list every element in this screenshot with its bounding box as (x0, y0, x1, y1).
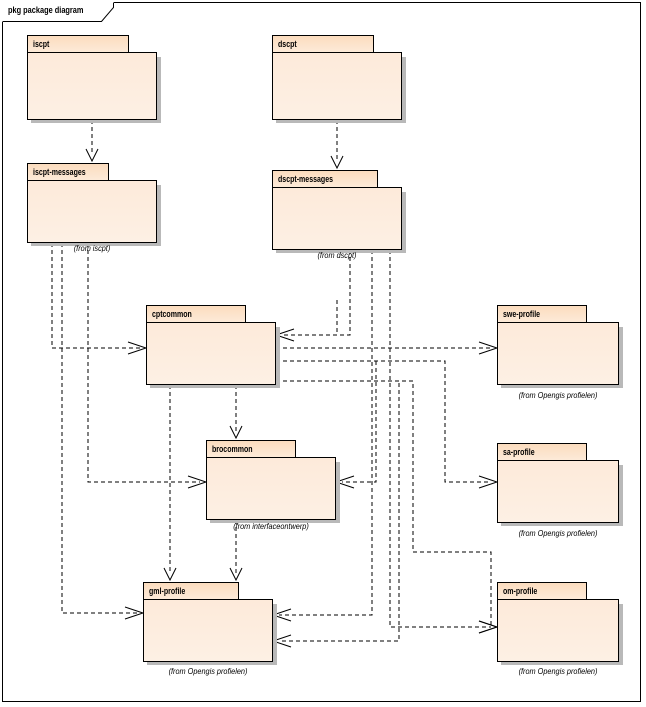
package-dscpt[interactable]: dscpt (272, 35, 406, 123)
frame-tab-label: pkg package diagram (8, 5, 84, 15)
package-brocommon[interactable]: brocommon (206, 440, 340, 523)
package-sa-profile[interactable]: sa-profile (497, 443, 623, 526)
package-from-swe-profile: (from Opengis profielen) (518, 390, 598, 400)
diagram-frame-tab: pkg package diagram (2, 2, 114, 22)
package-iscpt-messages[interactable]: iscpt-messages (27, 163, 161, 246)
package-om-profile[interactable]: om-profile (497, 582, 623, 665)
package-from-sa-profile: (from Opengis profielen) (518, 528, 598, 538)
package-iscpt[interactable]: iscpt (27, 35, 161, 123)
frame-tab-shape: pkg package diagram (2, 2, 114, 22)
package-label: swe-profile (503, 309, 541, 319)
package-from-om-profile: (from Opengis profielen) (518, 666, 598, 676)
package-from-iscpt-messages: (from iscpt) (73, 243, 111, 253)
package-from-dscpt-messages: (from dscpt) (317, 250, 357, 260)
package-from-brocommon: (from interfaceontwerp) (233, 521, 309, 531)
package-label: brocommon (212, 444, 253, 454)
package-label: sa-profile (503, 447, 535, 457)
package-label: cptcommon (152, 309, 192, 319)
package-label: dscpt-messages (278, 174, 334, 184)
frame-tab-outline (2, 2, 114, 22)
package-label: dscpt (278, 39, 297, 49)
package-cptcommon[interactable]: cptcommon (146, 305, 280, 388)
package-label: iscpt-messages (33, 167, 86, 177)
package-gml-profile[interactable]: gml-profile (143, 582, 277, 665)
package-label: gml-profile (149, 586, 186, 596)
package-dscpt-messages[interactable]: dscpt-messages (272, 170, 406, 253)
package-swe-profile[interactable]: swe-profile (497, 305, 623, 388)
package-from-gml-profile: (from Opengis profielen) (168, 666, 248, 676)
package-label: iscpt (33, 39, 50, 49)
package-label: om-profile (503, 586, 538, 596)
